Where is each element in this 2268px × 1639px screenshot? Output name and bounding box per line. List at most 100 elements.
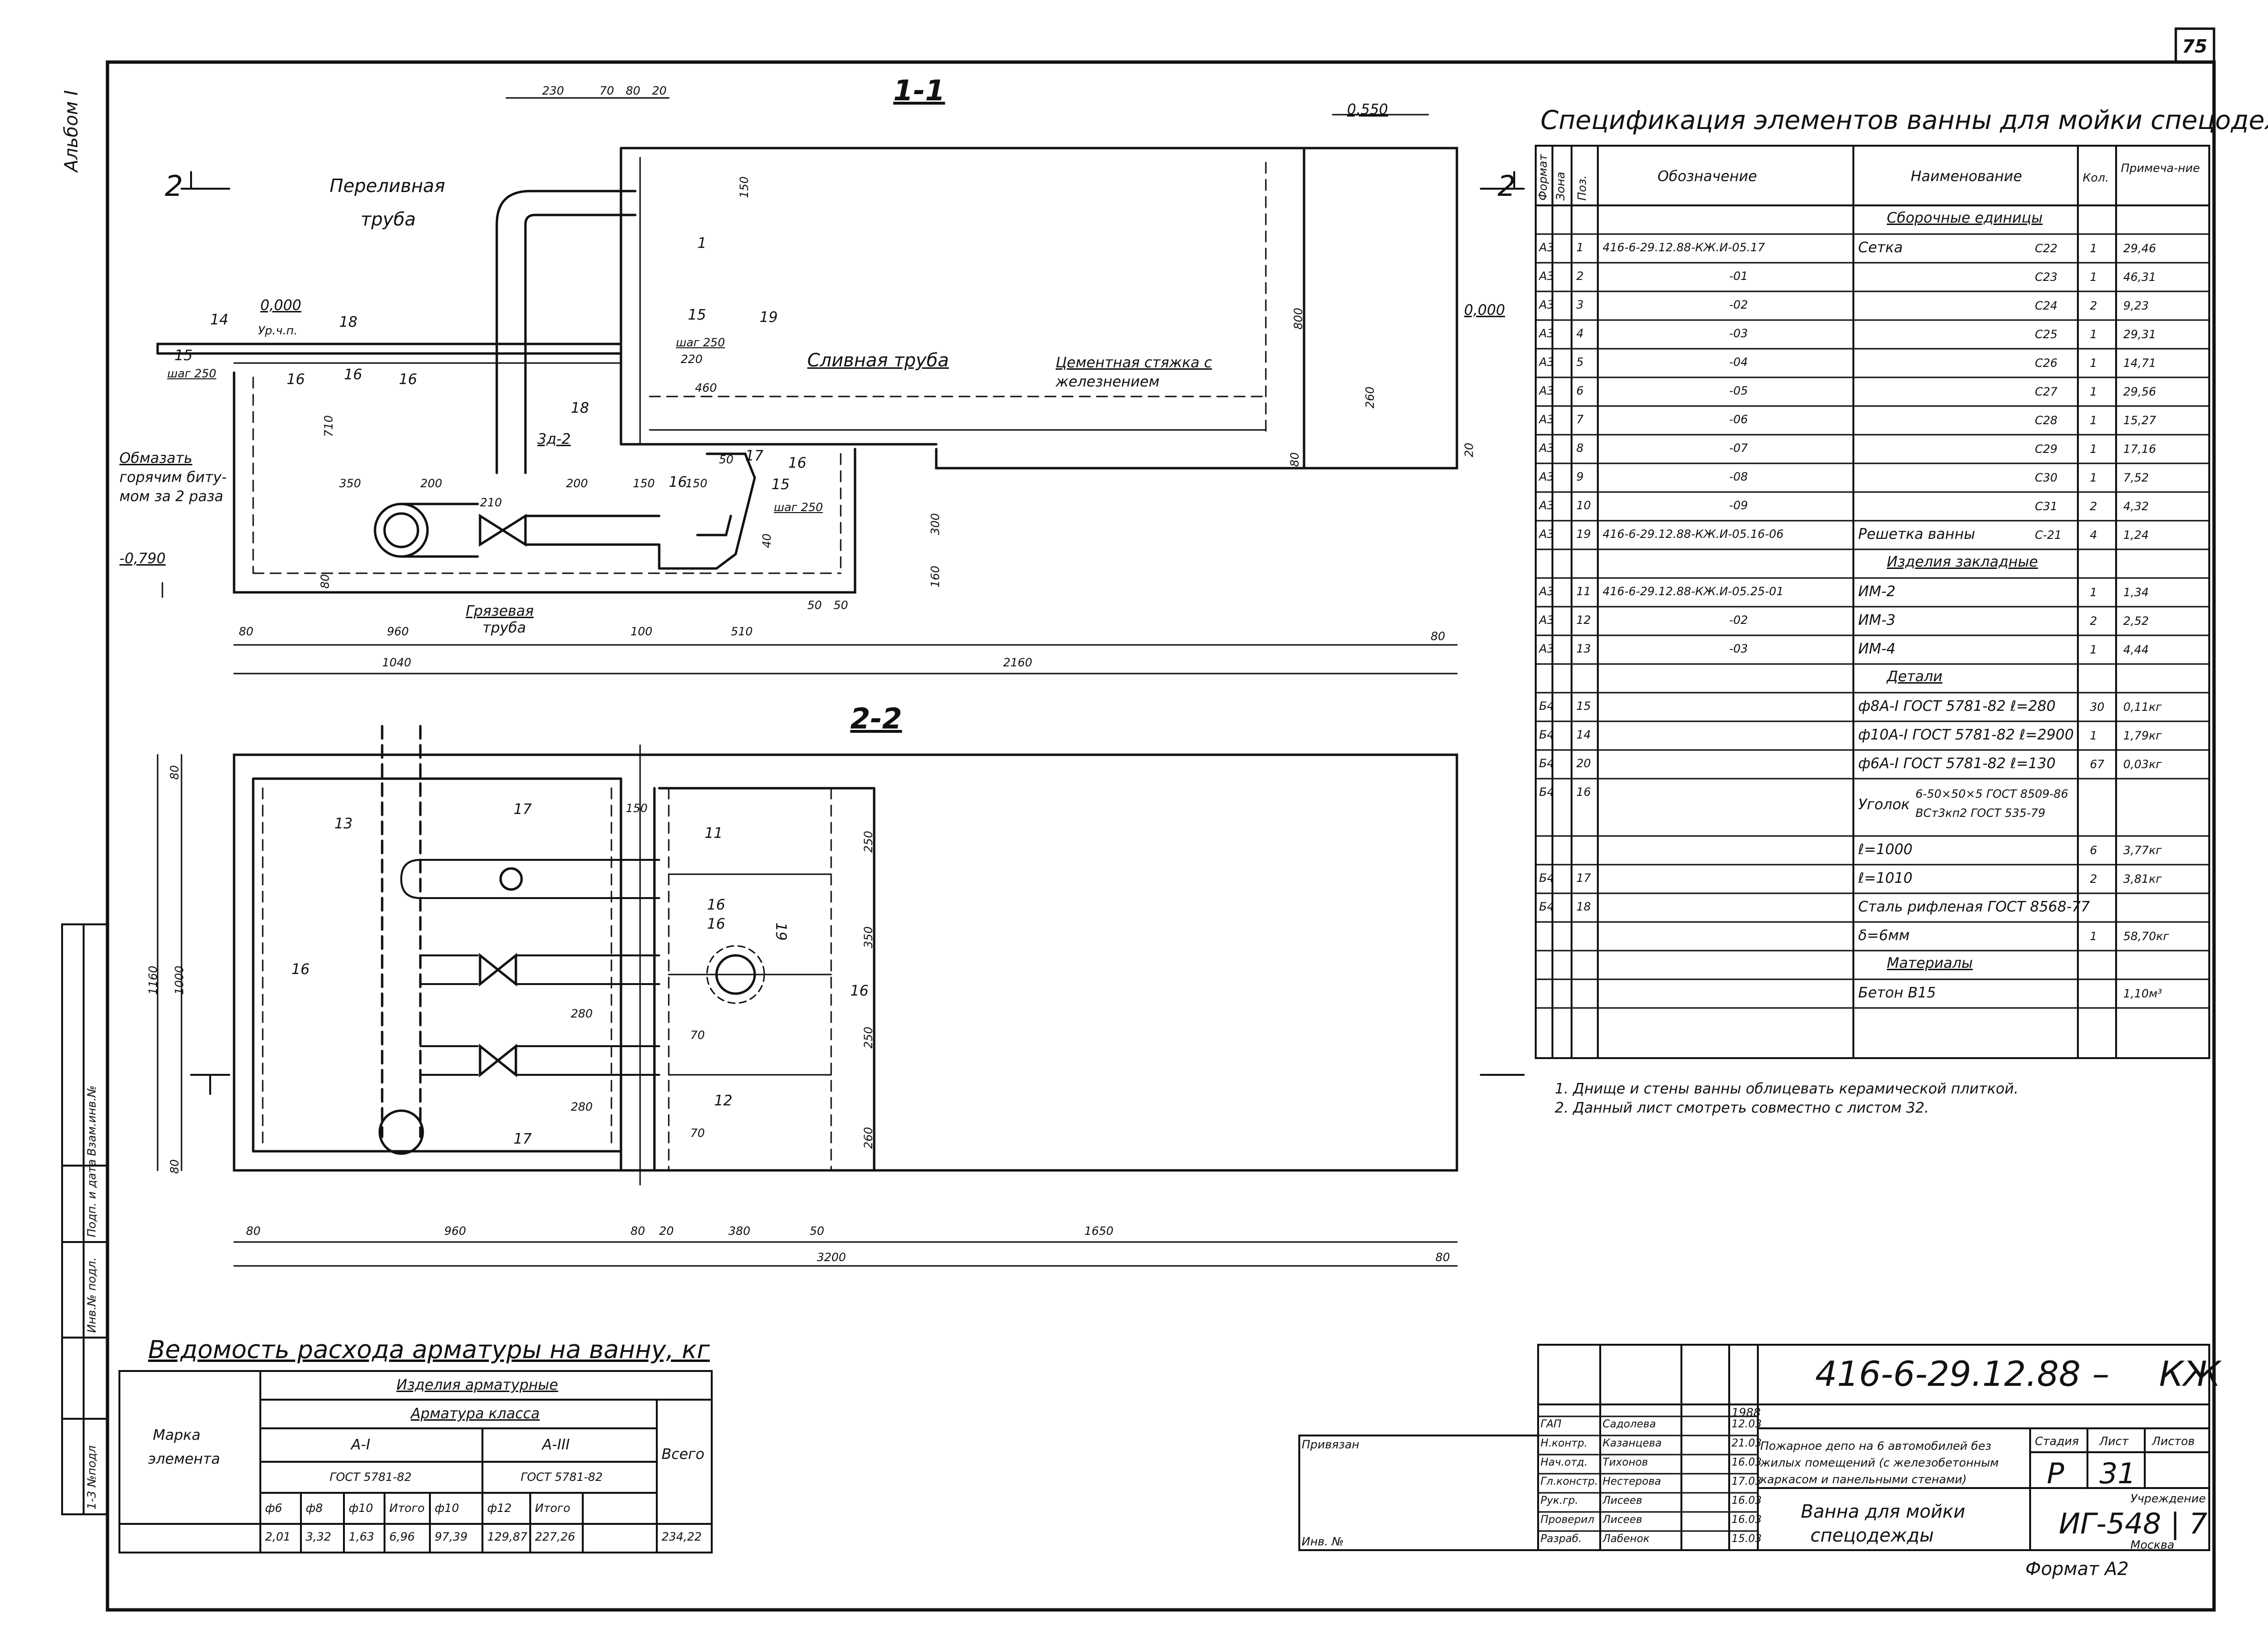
- spec-header-qty: Кол.: [2083, 171, 2109, 184]
- rebar-value: 1,63: [349, 1530, 374, 1543]
- dim-2-2-13: 80: [246, 1224, 261, 1238]
- spec-cell-name-b: ВСт3кп2 ГОСТ 535-79: [1915, 806, 2045, 820]
- spec-cell-pos: 7: [1576, 413, 1584, 426]
- pos-2-2-9: 16: [291, 961, 310, 978]
- spec-cell-code: -01: [1729, 269, 1748, 283]
- dim-1-1-31: 20: [1462, 442, 1476, 458]
- dim-1-1-16: 80: [318, 574, 332, 589]
- dim-1-1-21: 50: [807, 599, 822, 612]
- title-year: 1988: [1732, 1406, 1761, 1419]
- pos-2-2-3: 16: [707, 897, 726, 913]
- dim-1-1-25: 2160: [1003, 656, 1033, 669]
- spec-cell-pos: 15: [1576, 699, 1591, 713]
- mud-pipe-label-2: труба: [482, 620, 526, 636]
- spec-cell-note: 4,32: [2123, 500, 2149, 513]
- page-number: 75: [2182, 36, 2207, 57]
- overflow-pipe-label-2: труба: [361, 209, 416, 230]
- rebar-subhead: Итого: [535, 1501, 570, 1515]
- spec-cell-note: 15,27: [2123, 414, 2156, 427]
- pos-2-2-6: 12: [714, 1093, 733, 1109]
- pos-1-1-2: 18: [339, 314, 358, 331]
- dim-1-1-20: 510: [731, 625, 753, 638]
- person-name: Лисеев: [1603, 1514, 1642, 1526]
- spec-cell-qty: 2: [2090, 872, 2097, 886]
- spec-cell-name2: С-21: [2035, 528, 2062, 542]
- side-stamp-1: Взам.инв.№: [85, 1085, 98, 1156]
- spec-cell-qty: 1: [2090, 643, 2097, 656]
- person-role: Н.контр.: [1541, 1437, 1588, 1449]
- dim-1-1-29: 260: [1363, 386, 1377, 408]
- spec-cell-qty: 1: [2090, 270, 2097, 284]
- spec-cell-format: А3: [1539, 327, 1554, 340]
- spec-header-pos: Поз.: [1575, 175, 1589, 201]
- dim-2-2-19: 1650: [1084, 1224, 1114, 1238]
- rebar-subhead: Итого: [389, 1501, 425, 1515]
- spec-cell-qty: 1: [2090, 930, 2097, 943]
- city: Москва: [2130, 1538, 2174, 1552]
- spec-title: Спецификация элементов ванны для мойки с…: [1541, 105, 2268, 135]
- sheet-name-1: Ванна для мойки: [1801, 1501, 1966, 1522]
- person-date: 16.03: [1732, 1495, 1762, 1507]
- spec-cell-qty: 1: [2090, 471, 2097, 484]
- dim-2-2-14: 960: [444, 1224, 466, 1238]
- inv-label: Инв. №: [1302, 1535, 1344, 1548]
- dim-2-2-0: 80: [168, 765, 182, 780]
- pos-1-1-0: 1: [697, 235, 707, 252]
- step-label-2: шаг 250: [676, 336, 725, 349]
- person-role: Проверил: [1541, 1514, 1594, 1526]
- spec-cell-note: 9,23: [2123, 299, 2149, 312]
- spec-cell-pos: 14: [1576, 728, 1591, 741]
- spec-cell-note: 3,81кг: [2123, 872, 2162, 886]
- pos-2-2-5: 19: [772, 922, 790, 941]
- rebar-group: Изделия арматурные: [396, 1377, 558, 1393]
- spec-cell-pos: 1: [1576, 241, 1584, 254]
- spec-cell-code: -05: [1729, 384, 1748, 397]
- spec-cell-format: Б4: [1539, 871, 1554, 885]
- spec-cell-pos: 3: [1576, 298, 1584, 311]
- overflow-pipe-label-1: Переливная: [330, 175, 445, 196]
- spec-cell-note: 1,34: [2123, 586, 2149, 599]
- spec-cell-qty: 6: [2090, 844, 2097, 857]
- spec-cell-code: 416-6-29.12.88-КЖ.И-05.16-06: [1603, 527, 1784, 541]
- rebar-mark-1: Марка: [153, 1427, 201, 1444]
- spec-cell-format: А3: [1539, 413, 1554, 426]
- spec-cell-qty: 1: [2090, 586, 2097, 599]
- spec-cell-note: 58,70кг: [2123, 930, 2169, 943]
- project-name-3: каркасом и панельными стенами): [1760, 1473, 1967, 1486]
- pos-1-1-4: 15: [174, 347, 193, 364]
- dim-1-1-0: 230: [542, 84, 564, 97]
- elev-floor-left-sub: Ур.ч.п.: [258, 324, 298, 337]
- person-date: 21.03: [1732, 1437, 1762, 1449]
- elev-floor-left: 0,000: [260, 297, 301, 314]
- spec-cell-note: 2,52: [2123, 614, 2149, 628]
- spec-cell-pos: 9: [1576, 470, 1584, 483]
- coating-label-2: горячим биту-: [119, 469, 227, 486]
- dim-1-1-19: 100: [631, 625, 653, 638]
- side-stamp-grid: [61, 923, 108, 1515]
- spec-cell-format: А3: [1539, 269, 1554, 283]
- spec-cell-note: 0,03кг: [2123, 758, 2162, 771]
- spec-cell-format: А3: [1539, 470, 1554, 483]
- spec-cell-format: А3: [1539, 499, 1554, 512]
- spec-cell-note: 29,31: [2123, 328, 2156, 341]
- spec-cell-qty: 4: [2090, 528, 2097, 542]
- spec-header-code: Обозначение: [1658, 168, 1757, 185]
- spec-cell-note: 1,10м³: [2123, 987, 2162, 1000]
- dim-2-2-6: 350: [861, 926, 875, 948]
- pos-1-1-3: 16: [287, 371, 305, 388]
- person-name: Казанцева: [1603, 1437, 1662, 1449]
- dim-1-1-15: 40: [760, 533, 774, 548]
- org-label: Учреждение: [2130, 1492, 2206, 1505]
- dim-2-2-10: 70: [690, 1028, 705, 1042]
- dim-1-1-2: 80: [626, 84, 641, 97]
- spec-cell-pos: 16: [1576, 785, 1591, 799]
- spec-cell-note: 29,46: [2123, 242, 2156, 255]
- spec-cell-name: Решетка ванны: [1858, 526, 1975, 543]
- spec-cell-name: ф8А-I ГОСТ 5781-82 ℓ=280: [1858, 698, 2056, 715]
- spec-cell-code: 416-6-29.12.88-КЖ.И-05.17: [1603, 241, 1765, 254]
- spec-cell-name: ИМ-4: [1858, 641, 1896, 657]
- dim-1-1-18: 960: [387, 625, 409, 638]
- person-name: Лабенок: [1603, 1533, 1650, 1545]
- spec-cell-name: ИМ-3: [1858, 612, 1896, 629]
